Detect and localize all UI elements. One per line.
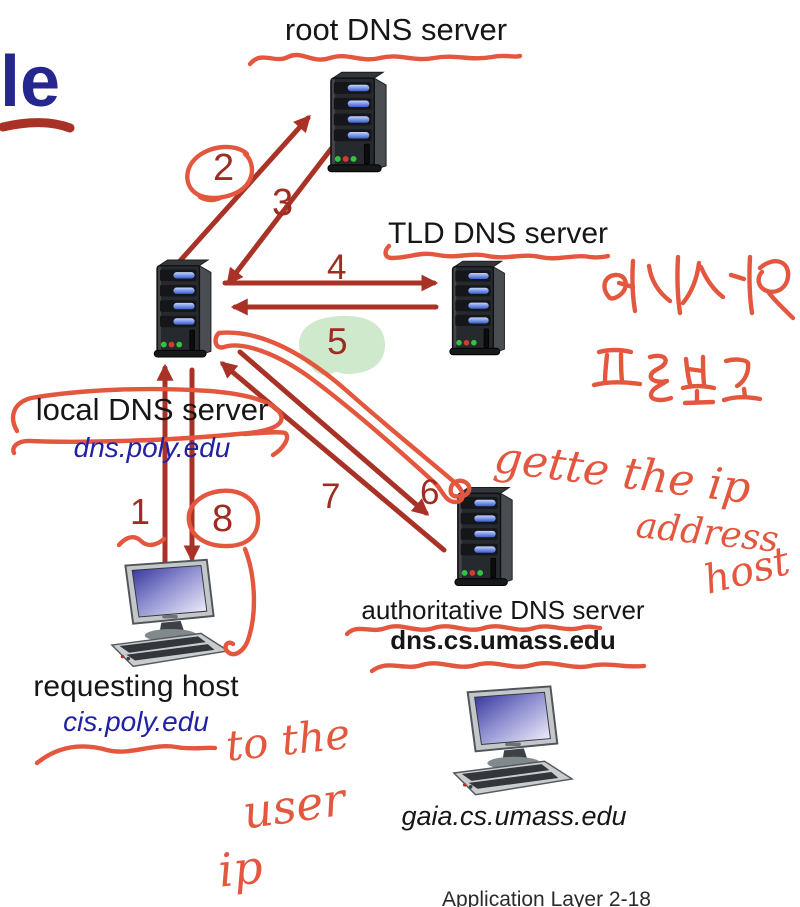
highlight-blob-step5 xyxy=(298,315,385,376)
tld-server-label: TLD DNS server xyxy=(387,217,609,250)
step-8-label: 8 xyxy=(212,498,234,540)
step-6-label: 6 xyxy=(420,473,440,512)
gaia-hostname: gaia.cs.umass.edu xyxy=(401,801,627,831)
arrow-3-root-to-local xyxy=(226,146,334,286)
slide-title-fragment: le xyxy=(0,42,61,122)
arrow-7-auth-to-local xyxy=(219,361,447,553)
title-underline-stroke xyxy=(0,118,75,133)
tld-server-icon xyxy=(449,260,506,356)
requesting-host-computer-icon xyxy=(110,558,230,668)
local-server-label: local DNS server xyxy=(35,392,269,427)
underline-root-label xyxy=(247,52,523,67)
handwritten-note-ip: ip xyxy=(215,839,266,898)
handwritten-note-user: user xyxy=(239,771,349,840)
squiggle-under-step1 xyxy=(116,535,167,548)
scribble-on-step6 xyxy=(448,478,472,499)
circle-around-step2 xyxy=(185,144,255,203)
local-server-hostname: dns.poly.edu xyxy=(73,432,231,463)
underline-auth-hostname xyxy=(369,660,647,674)
authoritative-server-icon xyxy=(454,486,513,587)
arrow-6-local-to-auth xyxy=(237,349,430,516)
oval-around-local-label xyxy=(10,386,290,458)
requesting-host-hostname: cis.poly.edu xyxy=(63,706,209,737)
handwritten-note-to-the: to the xyxy=(223,709,353,771)
underline-tld-label xyxy=(383,243,611,261)
circle-around-step8-with-tail xyxy=(186,488,261,657)
underline-authoritative-label xyxy=(344,624,603,637)
slide-footer: Application Layer 2-18 xyxy=(442,888,651,907)
root-server-icon xyxy=(327,71,387,173)
step-4-label: 4 xyxy=(327,248,347,287)
authoritative-server-label: authoritative DNS server xyxy=(361,595,645,625)
step-5-label: 5 xyxy=(327,321,348,362)
lasso-local-to-authoritative xyxy=(213,330,465,505)
step-7-label: 7 xyxy=(321,477,341,516)
korean-note-2 xyxy=(591,347,763,406)
handwritten-strokes xyxy=(10,52,796,766)
korean-note-1 xyxy=(602,254,796,321)
underline-cis-hostname xyxy=(34,744,218,766)
authoritative-server-hostname: dns.cs.umass.edu xyxy=(390,625,616,655)
gaia-computer-icon xyxy=(452,685,574,796)
step-2-label: 2 xyxy=(213,147,235,189)
local-server-icon xyxy=(153,259,212,358)
step-3-label: 3 xyxy=(272,182,294,224)
requesting-host-label: requesting host xyxy=(33,670,239,703)
step-1-label: 1 xyxy=(130,491,151,532)
root-server-label: root DNS server xyxy=(284,12,508,47)
